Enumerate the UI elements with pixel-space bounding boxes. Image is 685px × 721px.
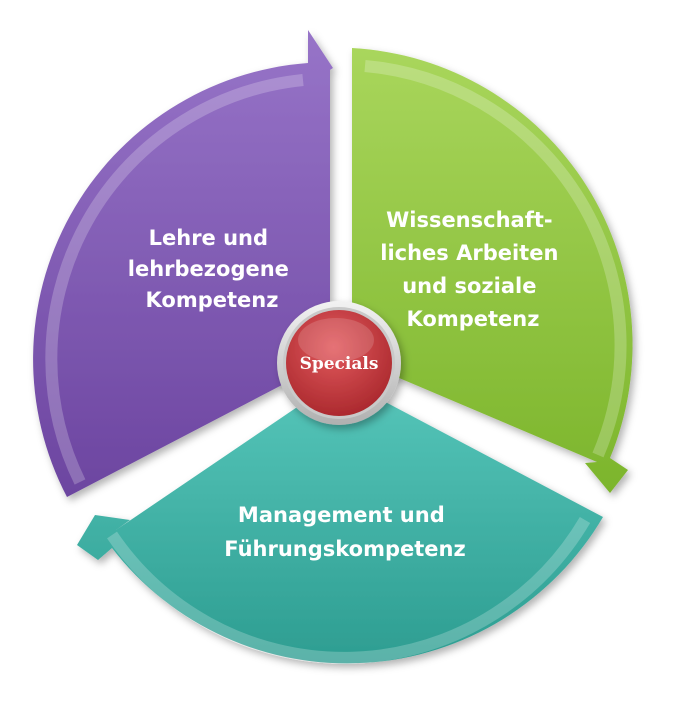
segment-left-line: Kompetenz (146, 288, 279, 312)
segment-right-body (352, 48, 633, 493)
segment-left-label: Lehre und lehrbezogene Kompetenz (128, 226, 296, 312)
segment-right-arrow-ring (364, 60, 627, 458)
segment-left (33, 30, 333, 497)
segment-right-label: Wissenschaft- liches Arbeiten und sozial… (380, 208, 565, 331)
segment-bottom-label: Management und Führungskompetenz (224, 503, 465, 561)
segment-right (352, 48, 633, 493)
segment-right-line: Kompetenz (407, 307, 540, 331)
center-node-highlight (298, 318, 374, 362)
segment-bottom-line: Führungskompetenz (224, 537, 465, 561)
center-node-label: Specials (300, 354, 379, 374)
segment-right-line: liches Arbeiten (380, 241, 558, 265)
segment-bottom-line: Management und (238, 503, 445, 527)
segment-right-line: Wissenschaft- (386, 208, 553, 232)
segment-left-line: lehrbezogene (128, 257, 289, 281)
center-node (277, 301, 401, 425)
segment-bottom (77, 378, 603, 664)
segment-bottom-arrow-ring (107, 516, 591, 664)
segment-right-line: und soziale (402, 274, 536, 298)
segment-bottom-body (77, 378, 603, 664)
segment-left-arrow-ring (45, 74, 304, 485)
segment-left-line: Lehre und (149, 226, 268, 250)
segment-left-body (33, 30, 333, 497)
